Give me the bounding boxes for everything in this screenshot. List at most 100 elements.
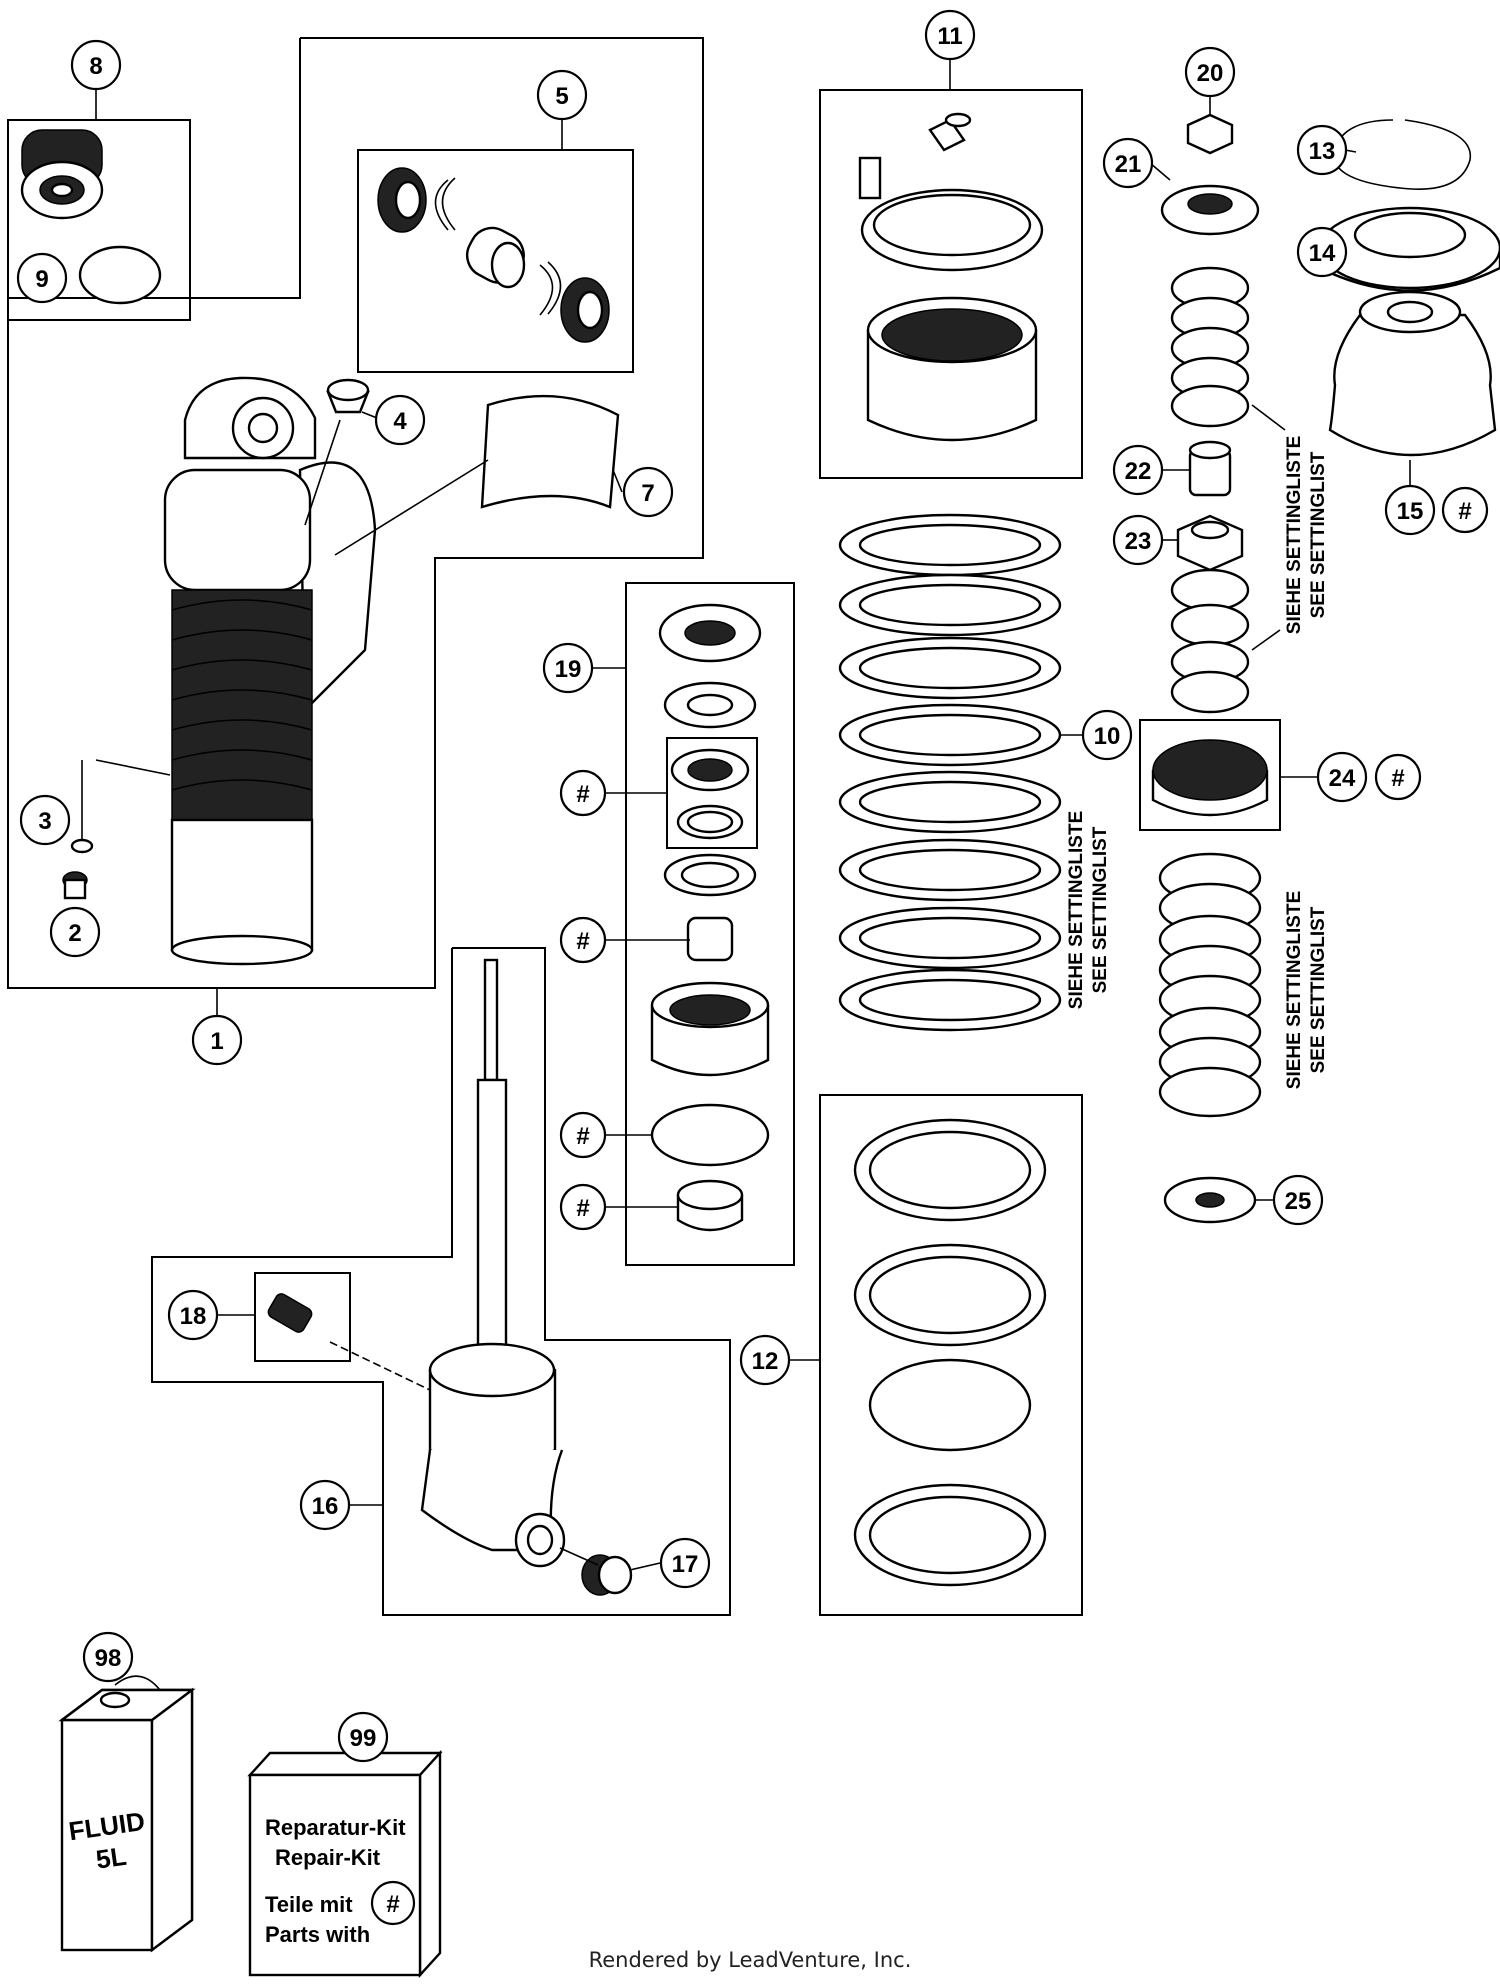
- washer-stack-lower: [1158, 852, 1262, 1118]
- setting-note-line1: SIEHE SETTINGLISTE: [1284, 891, 1305, 1089]
- callout-99-text: 99: [350, 1725, 377, 1752]
- callout-22-text: 22: [1125, 458, 1152, 485]
- callout-9: 9: [16, 252, 68, 304]
- callout-21: 21: [1102, 137, 1154, 189]
- callout-4-text: 4: [393, 408, 407, 435]
- callout-21-text: 21: [1115, 151, 1142, 178]
- callout-hash-15-text: #: [1458, 498, 1471, 525]
- bearing-set: [377, 167, 610, 343]
- washer-part-3: [70, 838, 94, 854]
- callout-17: 17: [659, 1537, 711, 1589]
- callout-19-text: 19: [555, 656, 582, 683]
- group-box-part-18: [254, 1272, 351, 1362]
- group-box-part-8-9: [7, 119, 191, 321]
- piston-rod-part-16: [420, 958, 566, 1568]
- callout-4: 4: [374, 394, 426, 446]
- callout-19: 19: [542, 642, 594, 694]
- cover-part-7: [480, 394, 620, 509]
- washer-stack-middle: [1170, 568, 1250, 714]
- callout-24: 24: [1316, 751, 1368, 803]
- footer-credit: Rendered by LeadVenture, Inc.: [588, 1948, 912, 1972]
- callout-3-text: 3: [38, 808, 51, 835]
- callout-11-text: 11: [937, 23, 962, 50]
- shock-body: [163, 376, 377, 966]
- callout-23: 23: [1112, 514, 1164, 566]
- callout-14: 14: [1296, 226, 1348, 278]
- callout-20-text: 20: [1197, 60, 1224, 87]
- repair-kit-line2: Repair-Kit: [275, 1845, 381, 1870]
- callout-hash-bottom-text: #: [576, 1195, 589, 1222]
- callout-18: 18: [167, 1289, 219, 1341]
- callout-2: 2: [49, 906, 101, 958]
- callout-hash-bushing-text: #: [576, 928, 589, 955]
- callout-hash-oring: #: [559, 1111, 607, 1159]
- group-box-part-24: [1139, 719, 1281, 831]
- spacer-part-22: [1188, 440, 1232, 497]
- o-ring-part-9: [78, 245, 162, 305]
- group-box-piston-rod: [151, 947, 731, 1616]
- callout-7: 7: [622, 466, 674, 518]
- callout-15: 15: [1384, 484, 1436, 536]
- callout-20: 20: [1184, 46, 1236, 98]
- callout-hash-24-text: #: [1391, 765, 1404, 792]
- group-box-part-19: [625, 582, 795, 1266]
- setting-note-upper: SIEHE SETTINGLISTE SEE SETTINGLIST: [1284, 436, 1329, 634]
- callout-hash-bottom: #: [559, 1183, 607, 1231]
- bump-stop-stack: [1170, 266, 1250, 428]
- callout-5: 5: [536, 69, 588, 121]
- repair-kit-line3: Teile mit: [265, 1892, 353, 1917]
- nipple-part-4: [326, 378, 370, 414]
- callout-hash-seal-text: #: [576, 781, 589, 808]
- callout-22: 22: [1112, 444, 1164, 496]
- callout-hash-oring-text: #: [576, 1123, 589, 1150]
- callout-18-text: 18: [180, 1303, 207, 1330]
- setting-note-line2: SEE SETTINGLIST: [1308, 451, 1329, 618]
- callout-11: 11: [924, 9, 976, 61]
- callout-3: 3: [19, 794, 71, 846]
- callout-8: 8: [70, 39, 122, 91]
- callout-12: 12: [739, 1334, 791, 1386]
- fluid-can-label-line2: 5L: [94, 1841, 128, 1875]
- callout-12-text: 12: [752, 1348, 779, 1375]
- callout-15-text: 15: [1397, 498, 1424, 525]
- group-box-shock-body: [7, 37, 704, 989]
- fluid-can-part-98: FLUID 5L: [58, 1675, 196, 1953]
- compression-adjuster: [20, 129, 104, 220]
- piston-part-24: [1151, 739, 1269, 817]
- setting-note-lower: SIEHE SETTINGLISTE SEE SETTINGLIST: [1284, 891, 1329, 1089]
- setting-note-line1: SIEHE SETTINGLISTE: [1284, 436, 1305, 634]
- nut-part-23: [1176, 514, 1244, 572]
- callout-9-text: 9: [35, 266, 48, 293]
- callout-25-text: 25: [1285, 1188, 1312, 1215]
- callout-23-text: 23: [1125, 528, 1152, 555]
- group-box-part-5: [357, 149, 634, 373]
- callout-hash-seal: #: [559, 769, 607, 817]
- bump-rubber-part-15: [1328, 290, 1497, 457]
- setting-note-line2: SEE SETTINGLIST: [1308, 906, 1329, 1073]
- callout-16: 16: [299, 1479, 351, 1531]
- cap-part-14: [1318, 206, 1500, 292]
- callout-25: 25: [1272, 1174, 1324, 1226]
- setting-note-line1: SIEHE SETTINGLISTE: [1066, 811, 1087, 1009]
- callout-17-text: 17: [672, 1551, 699, 1578]
- callout-7-text: 7: [641, 480, 654, 507]
- repair-kit-line1: Reparatur-Kit: [265, 1815, 406, 1840]
- setting-note-line2: SEE SETTINGLIST: [1090, 826, 1111, 993]
- repair-kit-box-part-99: Reparatur-Kit Repair-Kit Teile mit Parts…: [247, 1749, 443, 1979]
- callout-98-text: 98: [95, 1645, 122, 1672]
- callout-99: 99: [337, 1711, 389, 1763]
- nut-part-20: [1186, 113, 1234, 155]
- bushing-part-17: [581, 1554, 633, 1596]
- adjuster-part-18: [267, 1293, 313, 1333]
- screw-part-2: [62, 871, 88, 900]
- callout-14-text: 14: [1309, 240, 1336, 267]
- callout-5-text: 5: [555, 83, 568, 110]
- callout-10: 10: [1081, 709, 1133, 761]
- callout-8-text: 8: [89, 53, 102, 80]
- callout-hash-bushing: #: [559, 916, 607, 964]
- callout-13-text: 13: [1309, 138, 1336, 165]
- group-box-part-11: [819, 89, 1083, 479]
- callout-98: 98: [82, 1631, 134, 1683]
- spring-adjuster-ring: [858, 112, 1044, 442]
